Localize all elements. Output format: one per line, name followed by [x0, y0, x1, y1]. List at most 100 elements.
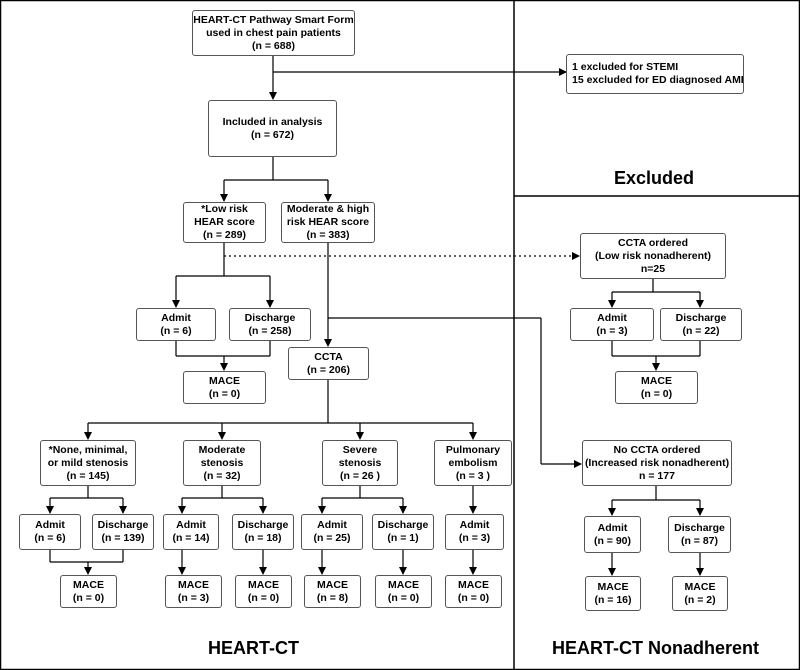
- node-line: (n = 0): [72, 591, 105, 604]
- node-ccta: CCTA (n = 206): [288, 347, 369, 380]
- node-line: MACE: [597, 580, 629, 593]
- node-mace-severe-admit: MACE (n = 8): [304, 575, 361, 608]
- node-line: (n = 32): [203, 469, 241, 482]
- node-line: Admit: [597, 521, 628, 534]
- node-smartform: HEART-CT Pathway Smart Form used in ches…: [192, 10, 355, 56]
- node-line: (n = 16): [594, 593, 632, 606]
- node-line: Admit: [35, 519, 65, 531]
- node-line: Pulmonary: [445, 443, 501, 456]
- node-admit-nonadherent-increased: Admit (n = 90): [584, 516, 641, 553]
- node-line: or mild stenosis: [47, 456, 129, 469]
- node-line: MACE: [684, 580, 716, 593]
- node-line: Admit: [459, 519, 490, 531]
- node-line: (n = 3 ): [455, 469, 491, 482]
- node-line: (n = 383): [306, 229, 350, 241]
- node-line: No CCTA ordered: [613, 443, 701, 456]
- node-line: MACE: [73, 578, 104, 591]
- node-line: MACE: [248, 578, 279, 591]
- node-line: n=25: [640, 262, 666, 275]
- node-line: (n = 14): [172, 532, 210, 544]
- node-low-risk: *Low risk HEAR score (n = 289): [183, 202, 266, 243]
- node-severe-stenosis: Severe stenosis (n = 26 ): [322, 440, 398, 486]
- node-mace-pe: MACE (n = 0): [445, 575, 502, 608]
- section-title-heart-ct: HEART-CT: [208, 638, 299, 658]
- node-line: Moderate & high: [286, 203, 370, 215]
- node-line: n = 177: [639, 469, 675, 482]
- node-discharge-low: Discharge (n = 258): [229, 308, 311, 341]
- node-line: 1 excluded for STEMI: [572, 61, 679, 73]
- node-admit-nonadherent-low: Admit (n = 3): [570, 308, 654, 341]
- node-line: MACE: [388, 578, 419, 591]
- node-line: MACE: [209, 374, 240, 387]
- node-line: CCTA ordered: [617, 236, 688, 249]
- node-line: *None, minimal,: [48, 443, 128, 456]
- node-mace-low: MACE (n = 0): [183, 371, 266, 404]
- node-line: (n = 206): [307, 363, 350, 376]
- node-line: (n = 139): [101, 532, 145, 544]
- node-none-mild-stenosis: *None, minimal, or mild stenosis (n = 14…: [40, 440, 136, 486]
- node-moderate-stenosis: Moderate stenosis (n = 32): [183, 440, 261, 486]
- node-mace-moderate-discharge: MACE (n = 0): [235, 575, 292, 608]
- node-mace-nonadherent-admit: MACE (n = 16): [585, 576, 641, 611]
- node-discharge-nonadherent-increased: Discharge (n = 87): [668, 516, 731, 553]
- node-no-ccta-ordered: No CCTA ordered (Increased risk nonadher…: [582, 440, 732, 486]
- node-discharge-nonadherent-low: Discharge (n = 22): [660, 308, 742, 341]
- node-line: (n = 26 ): [340, 469, 380, 482]
- node-line: stenosis: [200, 456, 244, 469]
- node-line: (n = 258): [248, 324, 292, 337]
- node-admit-none: Admit (n = 6): [19, 514, 81, 550]
- node-mace-nonadherent-discharge: MACE (n = 2): [672, 576, 728, 611]
- node-line: (n = 0): [247, 591, 280, 604]
- node-line: (Low risk nonadherent): [594, 249, 712, 262]
- node-line: embolism: [448, 456, 498, 469]
- node-line: Moderate: [198, 443, 246, 456]
- node-excluded: 1 excluded for STEMI 15 excluded for ED …: [566, 54, 744, 94]
- node-line: Discharge: [674, 521, 725, 534]
- node-line: (n = 6): [160, 324, 192, 337]
- node-line: (n = 688): [252, 39, 295, 52]
- node-discharge-moderate: Discharge (n = 18): [232, 514, 294, 550]
- node-line: (n = 6): [34, 532, 66, 544]
- node-line: HEAR score: [194, 216, 255, 228]
- node-line: Admit: [176, 519, 206, 531]
- node-admit-pe: Admit (n = 3): [445, 514, 504, 550]
- node-mace-severe-discharge: MACE (n = 0): [375, 575, 432, 608]
- node-line: Admit: [161, 311, 191, 324]
- node-admit-moderate: Admit (n = 14): [163, 514, 219, 550]
- node-line: Admit: [597, 311, 627, 324]
- node-line: (Increased risk nonadherent): [584, 456, 730, 469]
- node-line: Severe: [342, 443, 378, 456]
- node-line: *Low risk: [201, 203, 248, 215]
- node-line: (n = 3): [596, 324, 628, 337]
- node-line: (n = 672): [251, 128, 294, 141]
- node-line: Discharge: [97, 519, 149, 531]
- node-mace-none: MACE (n = 0): [60, 575, 117, 608]
- node-line: (n = 0): [387, 591, 420, 604]
- node-line: MACE: [178, 578, 209, 591]
- node-mod-high-risk: Moderate & high risk HEAR score (n = 383…: [281, 202, 375, 243]
- node-line: (n = 90): [593, 534, 632, 547]
- node-line: (n = 8): [316, 591, 349, 604]
- node-line: (n = 25): [313, 532, 351, 544]
- node-line: (n = 2): [684, 593, 716, 606]
- node-line: Discharge: [244, 311, 296, 324]
- node-line: (n = 3): [458, 532, 491, 544]
- node-line: (n = 0): [457, 591, 490, 604]
- node-line: Discharge: [377, 519, 429, 531]
- node-mace-moderate-admit: MACE (n = 3): [165, 575, 222, 608]
- node-line: HEART-CT Pathway Smart Form: [193, 13, 354, 26]
- node-line: Admit: [317, 519, 347, 531]
- section-title-nonadherent: HEART-CT Nonadherent: [552, 638, 759, 658]
- node-admit-severe: Admit (n = 25): [301, 514, 363, 550]
- section-title-excluded: Excluded: [614, 168, 695, 188]
- node-discharge-severe: Discharge (n = 1): [372, 514, 434, 550]
- node-line: CCTA: [314, 350, 343, 363]
- node-discharge-none: Discharge (n = 139): [92, 514, 154, 550]
- node-line: (n = 289): [203, 229, 246, 241]
- node-admit-low: Admit (n = 6): [136, 308, 216, 341]
- node-mace-nonadherent-low: MACE (n = 0): [615, 371, 698, 404]
- node-line: (n = 1): [387, 532, 419, 544]
- node-pulmonary-embolism: Pulmonary embolism (n = 3 ): [434, 440, 512, 486]
- node-line: risk HEAR score: [286, 216, 370, 228]
- node-line: MACE: [458, 578, 489, 591]
